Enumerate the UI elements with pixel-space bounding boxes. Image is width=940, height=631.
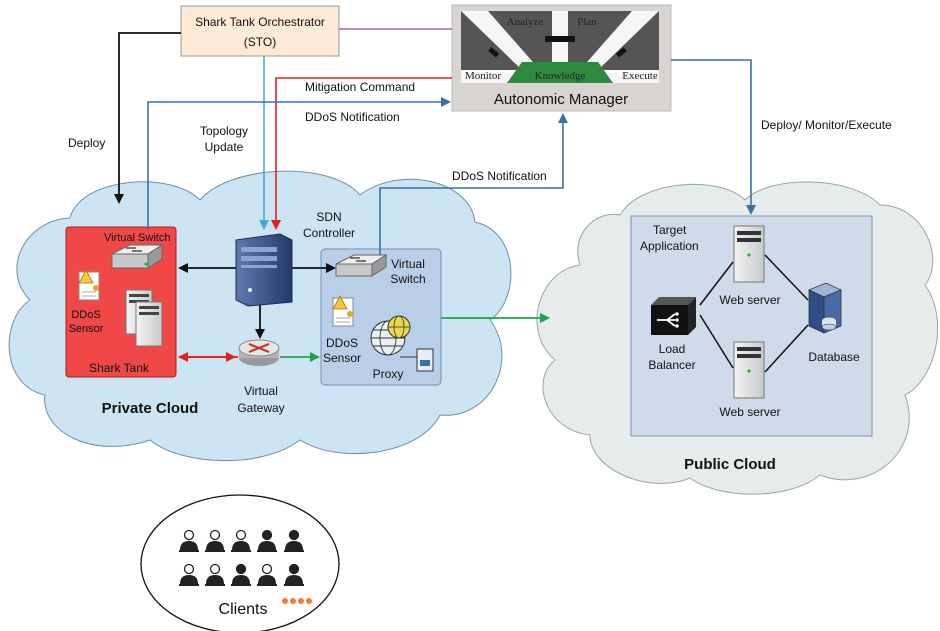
deploy-arrow bbox=[114, 32, 181, 204]
mape-analyze: Analyze bbox=[507, 16, 544, 28]
web-server-top-label: Web server bbox=[719, 293, 780, 307]
sdn-label-2: Controller bbox=[303, 226, 355, 240]
client-user-icon bbox=[205, 563, 225, 586]
virtual-switch-left-icon[interactable] bbox=[111, 244, 164, 269]
client-user-icon bbox=[284, 529, 304, 552]
sdn-controller-icon[interactable] bbox=[235, 233, 293, 307]
client-user-icon bbox=[205, 529, 225, 552]
globe-icon bbox=[370, 315, 411, 356]
deploy-label: Deploy bbox=[68, 136, 105, 150]
knowledge-trapezoid bbox=[507, 62, 613, 83]
web-server-bottom-icon[interactable] bbox=[733, 341, 765, 399]
security-zone-box bbox=[320, 248, 442, 386]
ddos-sensor-left-label-1: DDoS bbox=[71, 309, 100, 321]
web-server-top-icon[interactable] bbox=[733, 225, 765, 283]
client-user-icon bbox=[257, 563, 277, 586]
client-user-icon bbox=[179, 529, 199, 552]
ddos-notification-label-1: DDoS Notification bbox=[305, 110, 400, 124]
sdn-label-1: SDN bbox=[316, 210, 341, 224]
target-label-2: Application bbox=[640, 239, 699, 253]
deploy-monitor-execute-label: Deploy/ Monitor/Execute bbox=[761, 118, 892, 132]
target-label-1: Target bbox=[653, 223, 687, 237]
topology-label-2: Update bbox=[205, 140, 244, 154]
load-balancer-label-2: Balancer bbox=[648, 358, 695, 372]
mape-monitor: Monitor bbox=[465, 70, 501, 82]
ddos-notification-arrow-1 bbox=[147, 97, 451, 230]
shark-tank-label: Shark Tank bbox=[89, 361, 150, 375]
client-user-icon bbox=[257, 529, 277, 552]
ddos-sensor-right-icon[interactable] bbox=[332, 295, 354, 327]
client-users bbox=[179, 529, 304, 586]
orchestrator-subtitle: (STO) bbox=[244, 35, 276, 49]
mitigation-command-arrow bbox=[271, 77, 452, 230]
orchestrator-title: Shark Tank Orchestrator bbox=[195, 15, 325, 29]
web-server-bottom-label: Web server bbox=[719, 405, 780, 419]
virtual-switch-left-label: Virtual Switch bbox=[104, 232, 170, 244]
mitigation-command-label: Mitigation Command bbox=[305, 80, 415, 94]
router-icon[interactable] bbox=[238, 339, 280, 366]
private-cloud-title: Private Cloud bbox=[102, 400, 199, 417]
proxy-label: Proxy bbox=[373, 367, 404, 381]
virtual-switch-right-label-2: Switch bbox=[390, 272, 425, 286]
mape-knowledge: Knowledge bbox=[535, 70, 586, 82]
server-stack-icon[interactable] bbox=[125, 289, 163, 347]
ddos-sensor-right-label-1: DDoS bbox=[326, 336, 358, 350]
client-user-icon bbox=[231, 529, 251, 552]
ddos-sensor-right-label-2: Sensor bbox=[323, 351, 361, 365]
load-balancer-icon[interactable] bbox=[651, 297, 696, 335]
database-label: Database bbox=[808, 350, 860, 364]
clients-ellipse bbox=[140, 494, 340, 631]
load-balancer-label-1: Load bbox=[659, 342, 686, 356]
client-user-icon bbox=[179, 563, 199, 586]
ddos-sensor-left-label-2: Sensor bbox=[69, 323, 104, 335]
gateway-label-2: Gateway bbox=[237, 401, 284, 415]
proxy-server-icon[interactable] bbox=[400, 348, 434, 372]
deploy-monitor-execute-arrow bbox=[671, 59, 756, 215]
clients-label: Clients bbox=[219, 601, 268, 618]
virtual-switch-right-icon[interactable] bbox=[335, 254, 388, 277]
mape-plan: Plan bbox=[577, 16, 597, 28]
ddos-notification-label-2: DDoS Notification bbox=[452, 169, 547, 183]
orchestrator-box[interactable] bbox=[180, 5, 340, 57]
ddos-notification-arrow-2 bbox=[379, 113, 568, 258]
virtual-switch-right-label-1: Virtual bbox=[391, 257, 425, 271]
mape-execute: Execute bbox=[622, 70, 658, 82]
topology-label-1: Topology bbox=[200, 124, 248, 138]
gateway-label-1: Virtual bbox=[244, 384, 278, 398]
public-cloud-title: Public Cloud bbox=[684, 456, 776, 473]
client-user-icon bbox=[231, 563, 251, 586]
target-links bbox=[699, 254, 809, 373]
more-clients-dots bbox=[282, 598, 312, 604]
mape-k-connectors bbox=[488, 36, 627, 58]
ddos-sensor-left-icon[interactable] bbox=[78, 269, 100, 301]
database-icon[interactable] bbox=[808, 282, 842, 334]
autonomic-manager-title: Autonomic Manager bbox=[494, 91, 628, 108]
client-user-icon bbox=[284, 563, 304, 586]
